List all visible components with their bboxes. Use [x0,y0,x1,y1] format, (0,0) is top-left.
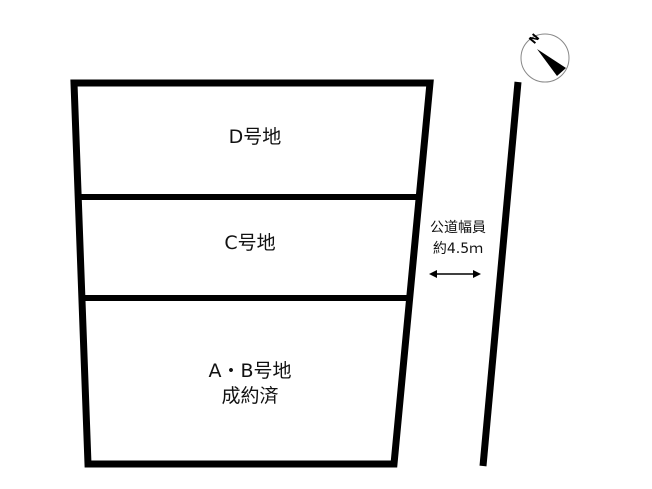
road-width-title: 公道幅員 [430,220,486,236]
road-width-value: 約4.5ｍ [432,241,484,257]
road-edge-line [479,81,522,467]
compass-north-icon: N [520,31,570,83]
lot-d-label: D号地 [228,126,282,148]
lot-ab-label: A・B号地 [208,360,292,382]
lot-c-label: C号地 [224,232,276,254]
lot-ab-status: 成約済 [221,385,279,407]
lot-outline [70,79,434,468]
double-arrow-icon [429,270,481,278]
